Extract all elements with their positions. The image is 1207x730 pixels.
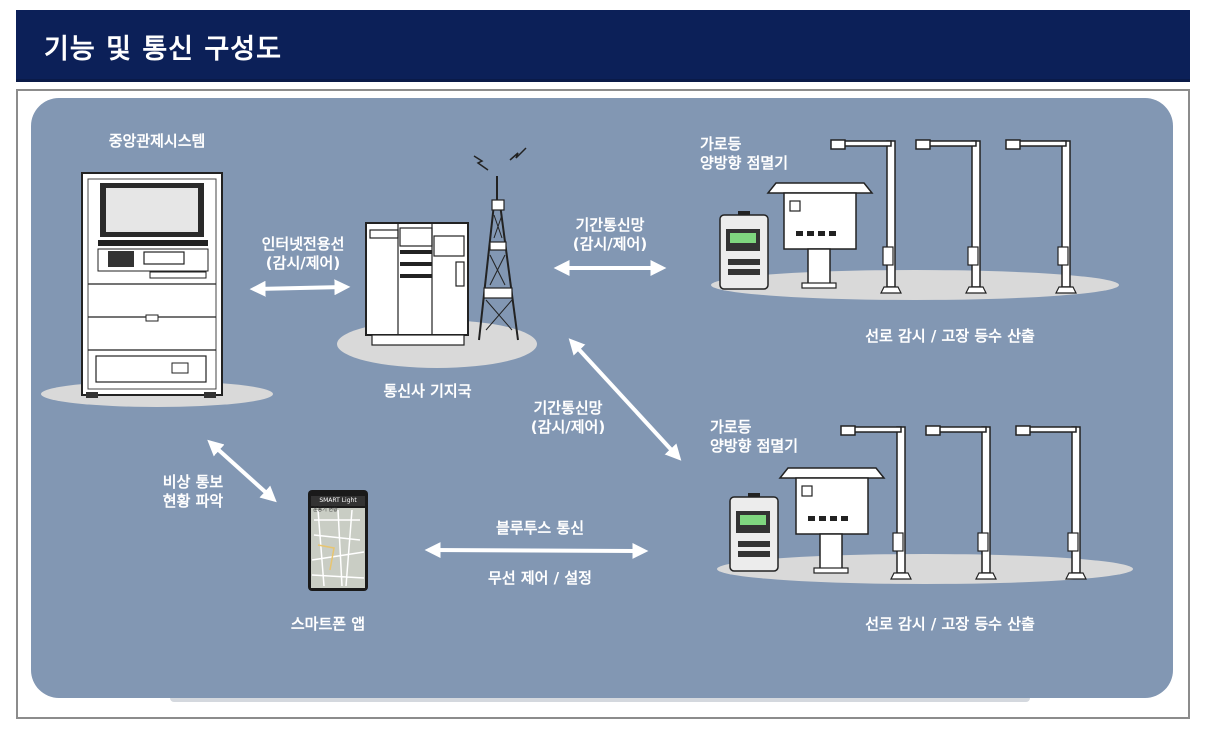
phone-tab-label: 운동기 현황 xyxy=(313,507,338,513)
backbone-top-line2: (감시/제어) xyxy=(572,235,648,253)
backbone-top-line1: 기간통신망 xyxy=(575,216,645,234)
backbone-mid-line1: 기간통신망 xyxy=(533,399,603,417)
internet-line-label: 인터넷전용선 (감시/제어) xyxy=(243,235,363,273)
wireless-label: 무선 제어 / 설정 xyxy=(488,569,592,587)
emergency-line2: 현황 파악 xyxy=(162,492,224,510)
streetlight-top-caption: 선로 감시 / 고장 등수 산출 xyxy=(865,327,1035,345)
bluetooth-arrow xyxy=(424,542,649,559)
panel-shadow xyxy=(170,694,1030,702)
base-station-illustration xyxy=(365,147,527,346)
streetlight-top-label: 가로등 양방향 점멸기 xyxy=(700,135,810,173)
base-station-label: 통신사 기지국 xyxy=(383,382,472,400)
backbone-mid-line2: (감시/제어) xyxy=(530,418,606,436)
smartphone-illustration xyxy=(308,490,368,591)
backbone-mid-label: 기간통신망 (감시/제어) xyxy=(508,399,628,437)
streetlight-bottom-line2: 양방향 점멸기 xyxy=(710,437,799,455)
smartphone-app-label: 스마트폰 앱 xyxy=(290,615,366,633)
internet-line-line1: 인터넷전용선 xyxy=(261,235,345,253)
streetlight-bottom-caption: 선로 감시 / 고장 등수 산출 xyxy=(865,615,1035,633)
lamps-top-ground xyxy=(711,270,1119,300)
streetlight-bottom-line1: 가로등 xyxy=(710,418,752,436)
internet-line-line2: (감시/제어) xyxy=(265,254,341,272)
emergency-line1: 비상 통보 xyxy=(162,473,224,491)
internet-line-arrow xyxy=(249,279,351,297)
backbone-mid-arrow xyxy=(568,338,682,461)
streetlight-top-line2: 양방향 점멸기 xyxy=(700,154,789,172)
title-bar: 기능 및 통신 구성도 xyxy=(16,10,1190,82)
phone-screen-title: SMART Light xyxy=(319,497,357,504)
streetlight-bottom-label: 가로등 양방향 점멸기 xyxy=(710,418,820,456)
control-rack-illustration xyxy=(81,172,223,398)
page-title: 기능 및 통신 구성도 xyxy=(44,34,282,65)
emergency-arrow xyxy=(207,439,277,503)
emergency-label: 비상 통보 현황 파악 xyxy=(138,473,248,511)
backbone-top-label: 기간통신망 (감시/제어) xyxy=(550,216,670,254)
streetlight-top-line1: 가로등 xyxy=(700,135,742,153)
bluetooth-label: 블루투스 통신 xyxy=(495,519,585,537)
central-system-label: 중앙관제시스템 xyxy=(108,132,206,150)
